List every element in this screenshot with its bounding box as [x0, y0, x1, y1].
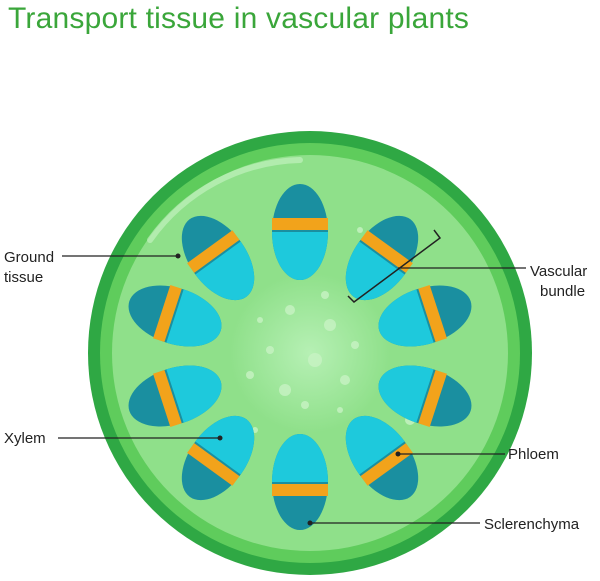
- ground-tissue-label-line2: tissue: [4, 269, 43, 286]
- phloem-label: Phloem: [508, 446, 559, 463]
- vascular-bundle-2: [345, 215, 419, 301]
- vascular-bundle-bracket: [347, 229, 442, 303]
- vascular-bundle-label-line1: Vascular: [530, 263, 587, 280]
- sclerenchyma-label: Sclerenchyma: [484, 516, 580, 533]
- ground-tissue-label-line1: Ground: [4, 249, 54, 266]
- vascular-bundle-10: [181, 215, 255, 301]
- diagram-title: Transport tissue in vascular plants: [8, 2, 470, 35]
- vascular-bundles: [128, 184, 472, 530]
- vascular-bundle-1: [272, 184, 328, 280]
- pith: [230, 273, 390, 433]
- vascular-bundle-6: [272, 434, 328, 530]
- vascular-bundle-9: [128, 285, 222, 347]
- leader-dots: [175, 253, 401, 526]
- vascular-bundle-8: [128, 365, 222, 427]
- vascular-bundle-label-line2: bundle: [540, 283, 585, 300]
- vascular-bundle-7: [181, 415, 255, 501]
- leader-lines: [58, 255, 526, 524]
- vascular-bundle-3: [378, 285, 472, 347]
- vascular-bundle-4: [378, 365, 472, 427]
- highlight-arc: [147, 157, 303, 243]
- xylem-label: Xylem: [4, 430, 46, 447]
- pith-cells: [221, 227, 415, 459]
